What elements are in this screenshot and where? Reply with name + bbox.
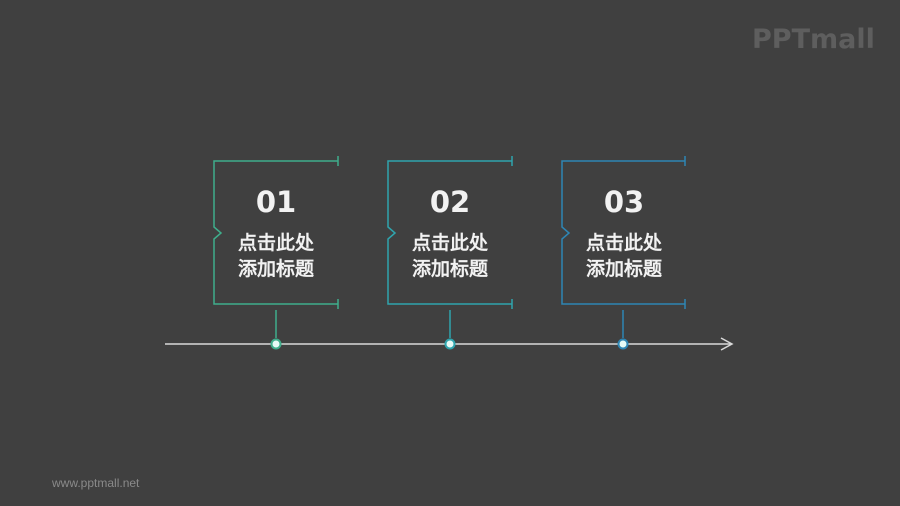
step-3-title-line1: 点击此处 — [585, 232, 662, 254]
footer-url: www.pptmall.net — [52, 476, 140, 490]
step-1-title[interactable]: 点击此处 添加标题 — [214, 230, 338, 282]
step-1-title-line2: 添加标题 — [237, 258, 314, 280]
pptmall-logo: PPTmall — [752, 24, 875, 55]
step-2-bracket — [387, 156, 513, 338]
step-2-title[interactable]: 点击此处 添加标题 — [388, 230, 512, 282]
step-1-number: 01 — [255, 185, 297, 219]
step-3-bracket — [561, 156, 686, 338]
step-3-title-line2: 添加标题 — [585, 258, 662, 280]
step-3-number: 03 — [603, 185, 645, 219]
step-1-title-line1: 点击此处 — [237, 232, 314, 254]
axis-arrow-icon — [720, 337, 734, 351]
step-1-dot — [270, 338, 282, 350]
step-2-number: 02 — [429, 185, 471, 219]
step-2-dot — [444, 338, 456, 350]
step-2-title-line1: 点击此处 — [411, 232, 488, 254]
step-2-title-line2: 添加标题 — [411, 258, 488, 280]
step-3-title[interactable]: 点击此处 添加标题 — [562, 230, 686, 282]
step-3-dot — [617, 338, 629, 350]
step-1-bracket — [213, 156, 339, 338]
